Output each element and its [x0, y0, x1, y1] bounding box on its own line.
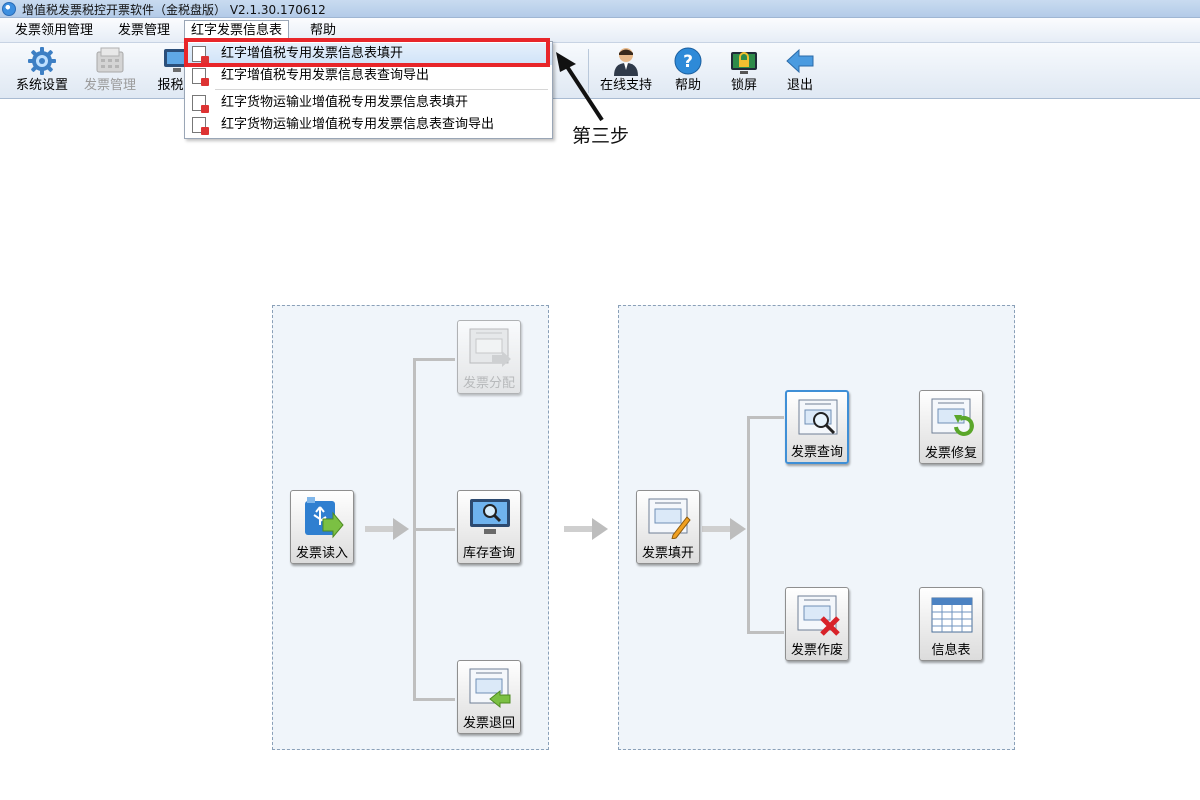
menu-item-red-vat-query-label: 红字增值税专用发票信息表查询导出: [221, 68, 430, 83]
form-edit-icon: [192, 95, 209, 113]
invoice-fill-button[interactable]: 发票填开: [636, 490, 700, 564]
menu-item-red-vat-fill[interactable]: 红字增值税专用发票信息表填开: [185, 43, 552, 65]
online-support-label: 在线支持: [599, 78, 652, 93]
invoice-void-label: 发票作废: [790, 643, 843, 658]
flow-arrow-icon: [365, 518, 409, 540]
help-button[interactable]: ? 帮助: [656, 46, 720, 98]
lock-screen-label: 锁屏: [730, 78, 757, 93]
invoice-fill-label: 发票填开: [641, 546, 694, 561]
invoice-distribute-button[interactable]: 发票分配: [457, 320, 521, 394]
svg-text:?: ?: [683, 52, 693, 72]
info-table-button[interactable]: 信息表: [919, 587, 983, 661]
invoice-read-in-label: 发票读入: [295, 546, 348, 561]
connector-line: [413, 358, 455, 361]
annotation-arrow-icon: [556, 52, 604, 122]
invoice-distribute-icon: [468, 327, 512, 369]
title-bar: 增值税发票税控开票软件（金税盘版） V2.1.30.170612: [0, 0, 1200, 18]
system-settings-button[interactable]: 系统设置: [10, 46, 74, 98]
invoice-return-label: 发票退回: [462, 716, 515, 731]
monitor-icon: [161, 46, 193, 76]
form-query-icon: [192, 117, 209, 135]
usb-import-icon: [301, 497, 345, 539]
invoice-void-icon: [796, 594, 840, 636]
toolbar-separator: [588, 49, 589, 93]
connector-line: [747, 416, 784, 419]
inventory-search-icon: [468, 497, 512, 539]
menu-item-red-freight-query-label: 红字货物运输业增值税专用发票信息表查询导出: [221, 117, 495, 132]
exit-label: 退出: [786, 78, 813, 93]
menu-red-invoice-info[interactable]: 红字发票信息表: [184, 20, 290, 42]
person-icon: [610, 46, 642, 76]
connector-line: [747, 417, 750, 633]
annotation-highlight-box: [184, 38, 550, 67]
online-support-button[interactable]: 在线支持: [594, 46, 658, 98]
connector-line: [413, 528, 455, 531]
menu-invoice-manage[interactable]: 发票管理: [118, 23, 171, 38]
exit-button[interactable]: 退出: [768, 46, 832, 98]
help-icon: ?: [672, 46, 704, 76]
gear-icon: [26, 46, 58, 76]
connector-line: [747, 631, 784, 634]
invoice-return-icon: [468, 667, 512, 709]
invoice-query-icon: [797, 398, 841, 440]
form-query-icon: [192, 68, 209, 86]
exit-arrow-icon: [784, 46, 816, 76]
menu-item-red-vat-fill-label: 红字增值税专用发票信息表填开: [221, 46, 404, 61]
invoice-read-in-button[interactable]: 发票读入: [290, 490, 354, 564]
flow-arrow-icon: [564, 518, 608, 540]
lock-screen-button[interactable]: 锁屏: [712, 46, 776, 98]
inventory-query-button[interactable]: 库存查询: [457, 490, 521, 564]
connector-line: [413, 698, 455, 701]
menu-item-red-freight-query[interactable]: 红字货物运输业增值税专用发票信息表查询导出: [185, 114, 552, 136]
invoice-distribute-label: 发票分配: [462, 376, 515, 391]
invoice-manage-label: 发票管理: [83, 78, 136, 93]
inventory-query-label: 库存查询: [462, 546, 515, 561]
app-logo-icon: [2, 2, 16, 16]
menu-item-red-freight-fill[interactable]: 红字货物运输业增值税专用发票信息表填开: [185, 92, 552, 114]
invoice-fill-icon: [647, 497, 691, 540]
lock-screen-icon: [728, 46, 760, 76]
menu-item-red-freight-fill-label: 红字货物运输业增值税专用发票信息表填开: [221, 95, 469, 110]
invoice-repair-button[interactable]: 发票修复: [919, 390, 983, 464]
red-invoice-dropdown-menu: 红字增值税专用发票信息表填开 红字增值税专用发票信息表查询导出 红字货物运输业增…: [184, 41, 553, 139]
menu-bar: 发票领用管理 发票管理 红字发票信息表 帮助: [0, 18, 1200, 43]
invoice-repair-icon: [930, 397, 974, 439]
invoice-query-label: 发票查询: [790, 445, 843, 460]
invoice-return-button[interactable]: 发票退回: [457, 660, 521, 734]
menu-separator: [215, 89, 548, 90]
info-table-label: 信息表: [931, 643, 971, 658]
menu-item-red-vat-query[interactable]: 红字增值税专用发票信息表查询导出: [185, 65, 552, 87]
form-edit-icon: [192, 46, 209, 64]
info-table-icon: [930, 594, 974, 636]
menu-invoice-receive[interactable]: 发票领用管理: [15, 23, 94, 38]
invoice-manage-button[interactable]: 发票管理: [78, 46, 142, 98]
help-label: 帮助: [674, 78, 701, 93]
menu-help[interactable]: 帮助: [310, 23, 337, 38]
window-title: 增值税发票税控开票软件（金税盘版） V2.1.30.170612: [22, 3, 326, 17]
invoice-manage-icon: [94, 46, 126, 76]
invoice-repair-label: 发票修复: [924, 446, 977, 461]
annotation-step-label: 第三步: [572, 125, 630, 147]
flow-arrow-icon: [702, 518, 746, 540]
system-settings-label: 系统设置: [15, 78, 68, 93]
invoice-query-button[interactable]: 发票查询: [785, 390, 849, 464]
invoice-void-button[interactable]: 发票作废: [785, 587, 849, 661]
